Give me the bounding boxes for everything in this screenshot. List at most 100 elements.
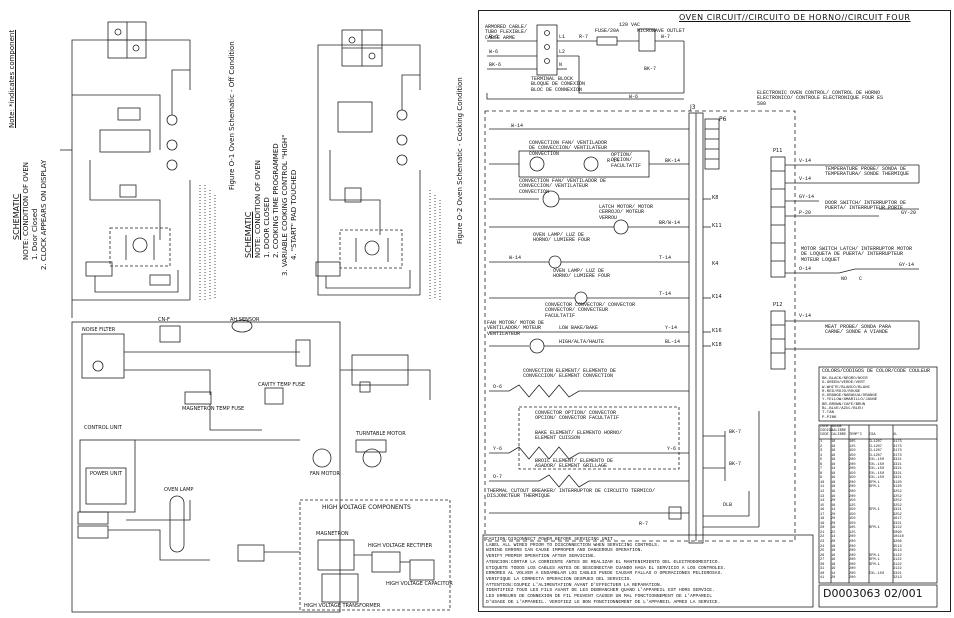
table-cell: 150 bbox=[849, 521, 856, 526]
table-cell: 16 bbox=[831, 558, 836, 563]
table-cell: 16 bbox=[831, 553, 836, 558]
table-cell: 16 bbox=[831, 494, 836, 499]
table-cell: 20 bbox=[831, 499, 836, 504]
caution-line: ATTENTION:COUPEZ L'ALIMENTATION AVANT D'… bbox=[486, 582, 663, 588]
wire-label: L1 bbox=[559, 34, 566, 40]
table-cell: 14 bbox=[820, 499, 825, 504]
label-magnetron: MAGNETRON bbox=[316, 531, 349, 537]
schematic-2-line-1: NOTE: CONDITION OF OVEN bbox=[254, 159, 262, 258]
oven-circuit-title: OVEN CIRCUIT//CIRCUITO DE HORNO//CIRCUIT… bbox=[679, 13, 911, 22]
wire-label: T-14 bbox=[659, 255, 672, 261]
table-cell: 200 bbox=[849, 540, 856, 545]
caution-line: LABEL ALL WIRES PRIOR TO DISCONNECTION W… bbox=[486, 542, 660, 548]
label-turntable-motor: TURNTABLE MOTOR bbox=[356, 431, 406, 437]
table-cell: 18 bbox=[831, 480, 836, 485]
right-wire-label: O-14 bbox=[799, 266, 812, 272]
table-cell: 18 bbox=[831, 458, 836, 463]
component-label: LATCH MOTOR/ MOTOR CERROJO/ MOTEUR VERRO… bbox=[599, 204, 654, 221]
wire-label: DLB bbox=[723, 502, 733, 508]
right-component-label: DOOR SWITCH/ INTERRUPTOR DE PUERTA/ INTE… bbox=[825, 200, 907, 212]
label-hv-rectifier: HIGH VOLTAGE RECTIFIER bbox=[368, 543, 433, 549]
table-cell: 18 bbox=[831, 549, 836, 554]
table-cell: 10110 bbox=[893, 535, 904, 540]
wire-label: R-14 bbox=[607, 158, 620, 164]
schematic-1-line-1: NOTE: CONDITION OF OVEN bbox=[22, 161, 30, 260]
wire-label: BK-7 bbox=[729, 429, 742, 435]
table-cell: EXL-150 bbox=[869, 571, 885, 576]
label-oven-lamp: OVEN LAMP bbox=[164, 487, 194, 493]
component-label: BAKE ELEMENT/ ELEMENTO HORNO/ ELEMENT CU… bbox=[535, 430, 623, 442]
wire-label: O-7 bbox=[493, 474, 503, 480]
caution-text-block: CAUTION:DISCONNECT POWER BEFORE SERVICIN… bbox=[486, 537, 726, 605]
caution-line: WIRING ERRORS CAN CAUSE IMPROPER AND DAN… bbox=[486, 548, 644, 554]
table-cell: 150 bbox=[849, 471, 856, 476]
table-cell: 125 bbox=[849, 503, 856, 508]
table-header-gauge: GAUGE CALIBRE CALIBRE bbox=[831, 425, 847, 437]
color-legend-item: W-WHITE/BLANCO/BLANC bbox=[822, 385, 871, 390]
table-cell: 200 bbox=[849, 485, 856, 490]
terminal-block-label: TERMINAL BLOCK BLOQUE DE CONEXION BLOC D… bbox=[531, 76, 586, 93]
table-cell: 20 bbox=[831, 540, 836, 545]
table-cell: 18 bbox=[831, 526, 836, 531]
wire-label: Y-6 bbox=[667, 446, 677, 452]
right-wire-label: NO bbox=[841, 276, 848, 282]
component-label: OVEN LAMP/ LUZ DE HORNO/ LUMIERE FOUR bbox=[533, 232, 591, 244]
table-header-code: CODE CODIGO CODE bbox=[820, 425, 833, 437]
table-cell: 18 bbox=[831, 440, 836, 444]
label-cavity-temp-fuse: CAVITY TEMP FUSE bbox=[258, 382, 306, 388]
table-cell: 19 bbox=[820, 521, 825, 526]
table-cell: 3321 bbox=[893, 476, 902, 481]
table-cell: 31 bbox=[820, 567, 825, 572]
left-schematic-sheet: Note: *indicates component SCHEMATIC NOT… bbox=[0, 0, 470, 618]
fuse-label: FUSE/20A bbox=[595, 28, 620, 34]
table-cell: 3252 bbox=[893, 503, 902, 508]
table-cell: 8 bbox=[820, 471, 823, 476]
table-cell: 11 bbox=[820, 485, 825, 490]
component-label: CONVECTION FAN/ VENTILADOR DE CONVECCION… bbox=[519, 178, 607, 195]
schematic-1-title: SCHEMATIC bbox=[12, 193, 21, 240]
table-cell: 1 bbox=[820, 440, 823, 444]
color-legend-item: BR-BROWN/CAFE/BRUN bbox=[822, 402, 866, 407]
wire-label: BK-7 bbox=[644, 66, 657, 72]
caution-line: CAUTION:DISCONNECT POWER BEFORE SERVICIN… bbox=[486, 537, 616, 542]
wire-label: N bbox=[559, 62, 563, 68]
table-cell: 16 bbox=[831, 567, 836, 572]
table-cell: 6 bbox=[820, 462, 823, 467]
table-cell: 150 bbox=[849, 449, 856, 454]
table-cell: EXL-150 bbox=[869, 458, 885, 463]
table-cell: 3266 bbox=[893, 540, 902, 545]
component-label: HIGH/ALTA/HAUTE bbox=[559, 339, 605, 345]
table-cell: 3122 bbox=[893, 567, 902, 572]
relay-label-k14: K14 bbox=[712, 294, 722, 300]
relay-label-j3: J3 bbox=[690, 104, 696, 111]
table-cell: 150 bbox=[849, 453, 856, 458]
table-cell: 14 bbox=[831, 571, 836, 576]
table-cell: 16 bbox=[831, 453, 836, 458]
component-label: CONVECTION FAN/ VENTILADOR DE CONVECCION… bbox=[529, 140, 608, 157]
table-cell: 16 bbox=[831, 476, 836, 481]
table-cell: 40 bbox=[820, 571, 825, 576]
caution-line: ATENCION:CORTAR LA CORRIENTE ANTES DE RE… bbox=[486, 559, 721, 565]
wire-label: BK-7 bbox=[729, 461, 742, 467]
relay-label-k18: K18 bbox=[712, 342, 722, 348]
wire-label: BK-14 bbox=[665, 158, 681, 164]
table-cell: 10 bbox=[820, 480, 825, 485]
outlet-label: MICROWAVE OUTLET bbox=[637, 28, 686, 34]
right-wire-label: V-14 bbox=[799, 158, 812, 164]
table-cell: 20 bbox=[831, 521, 836, 526]
component-label: BROIL ELEMENT/ ELEMENTO DE ASADOR/ ELEME… bbox=[535, 458, 614, 470]
right-wire-label: C bbox=[859, 276, 863, 282]
table-cell: 200 bbox=[849, 494, 856, 499]
table-cell: 200 bbox=[849, 462, 856, 467]
table-cell: 150 bbox=[849, 517, 856, 522]
wire-label: T-14 bbox=[659, 291, 672, 297]
table-cell: 200 bbox=[849, 490, 856, 495]
